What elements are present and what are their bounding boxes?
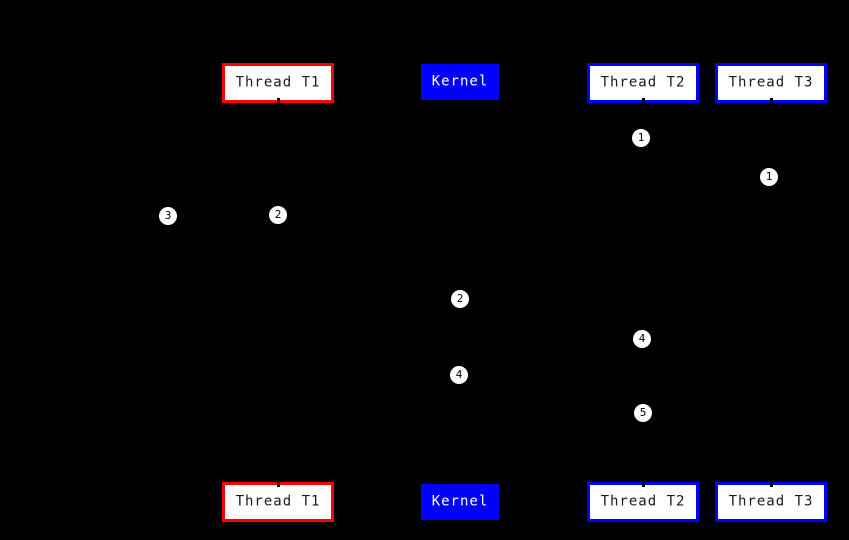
sequence-number-marker: 4 [633, 330, 651, 348]
participant-label: Thread T3 [728, 493, 814, 510]
lifeline-notch [276, 98, 280, 103]
lifeline-notch [769, 98, 773, 103]
sequence-number-marker: 4 [450, 366, 468, 384]
lifeline-notch [641, 482, 645, 487]
participant-label: Kernel [431, 493, 489, 510]
lifeline-notch [641, 98, 645, 103]
lifeline-notch [276, 482, 280, 487]
participant-thread-t1-bottom-box: Thread T1 [222, 482, 334, 522]
sequence-number-marker: 2 [451, 290, 469, 308]
sequence-number-marker: 3 [159, 207, 177, 225]
participant-label: Thread T2 [600, 74, 686, 91]
participant-label: Thread T1 [235, 74, 321, 91]
participant-kernel-bottom-box: Kernel [421, 484, 499, 520]
sequence-number-marker: 5 [634, 404, 652, 422]
participant-thread-t3-top-box: Thread T3 [715, 63, 827, 103]
participant-kernel-top-box: Kernel [421, 64, 499, 100]
participant-label: Thread T3 [728, 74, 814, 91]
participant-label: Kernel [431, 73, 489, 90]
participant-label: Thread T2 [600, 493, 686, 510]
sequence-number-marker: 2 [269, 206, 287, 224]
sequence-number-marker: 1 [632, 129, 650, 147]
lifeline-notch [769, 482, 773, 487]
sequence-number-marker: 1 [760, 168, 778, 186]
participant-label: Thread T1 [235, 493, 321, 510]
participant-thread-t2-bottom-box: Thread T2 [587, 482, 699, 522]
participant-thread-t3-bottom-box: Thread T3 [715, 482, 827, 522]
participant-thread-t2-top-box: Thread T2 [587, 63, 699, 103]
participant-thread-t1-top-box: Thread T1 [222, 63, 334, 103]
